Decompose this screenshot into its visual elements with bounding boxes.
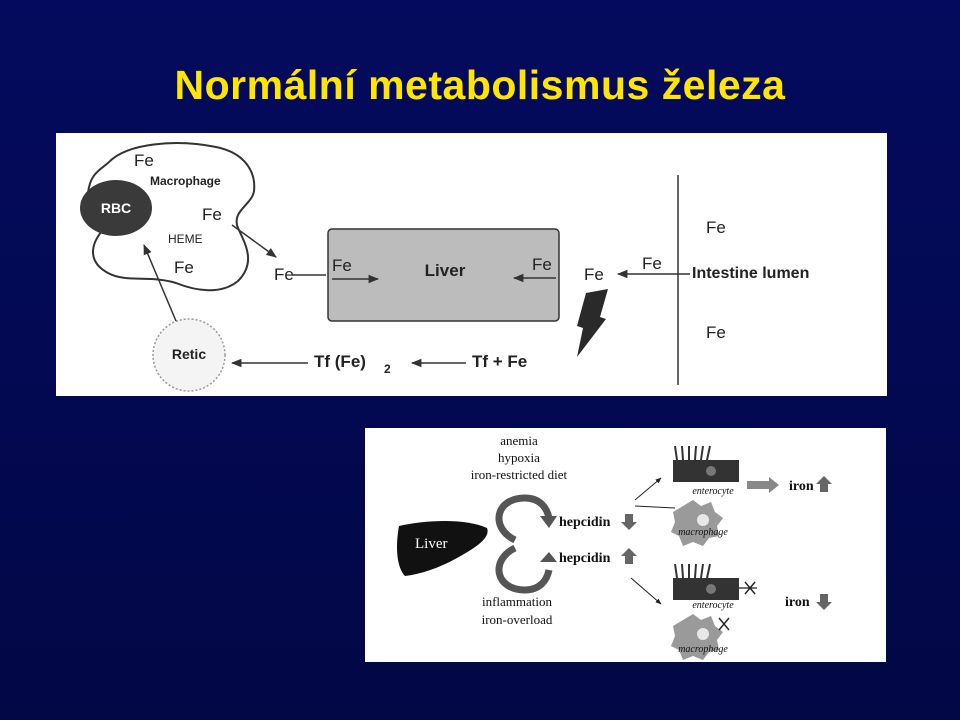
liver-shape	[397, 521, 488, 576]
fe-label-liver-left: Fe	[332, 256, 352, 275]
fe-label-macrophage-bottom: Fe	[174, 258, 194, 277]
block-x-macrophage	[718, 617, 730, 631]
enterocyte-lower-nucleus	[706, 584, 716, 594]
fe-label-released: Fe	[274, 265, 294, 284]
heme-label: HEME	[168, 232, 203, 246]
liver-box	[327, 228, 560, 322]
fe-label-liver-right: Fe	[532, 255, 552, 274]
enterocyte-lower-label: enterocyte	[692, 600, 734, 611]
macrophage-label: Macrophage	[150, 174, 221, 188]
retic-cell	[152, 318, 226, 392]
hepcidin-svg: anemia hypoxia iron-restricted diet Live…	[397, 433, 832, 660]
macrophage-upper-nucleus	[697, 514, 709, 526]
trigger-iron-overload: iron-overload	[482, 612, 553, 627]
hepcidin-regulation-diagram: anemia hypoxia iron-restricted diet Live…	[365, 428, 886, 662]
iron-cycle-svg: RBC Fe Macrophage Fe HEME Fe Fe Liver Fe…	[80, 142, 809, 392]
pointer-to-lower-cells	[630, 577, 662, 605]
pointer-to-upper-cells	[634, 477, 662, 501]
hepcidin-down-arrow	[621, 514, 637, 530]
cycle-arrow-upper	[495, 494, 553, 544]
trigger-anemia: anemia	[500, 433, 538, 448]
cycle-arrowhead-upper	[540, 516, 557, 528]
pointer-to-upper-macrophage	[634, 505, 676, 509]
enterocyte-upper-villi	[674, 445, 711, 461]
cycle-arrowhead-lower	[540, 552, 557, 562]
iron-down-arrow	[816, 594, 832, 610]
export-arrow-upper	[747, 481, 769, 489]
tf-plus-fe-label: Tf + Fe	[472, 352, 527, 371]
tf-fe2-subscript: 2	[384, 362, 391, 376]
fe-label-plasma: Fe	[584, 265, 604, 284]
enterocyte-lower-villi	[674, 563, 711, 579]
block-x-enterocyte	[744, 581, 756, 595]
rbc-cell	[80, 180, 152, 236]
export-arrowhead-upper	[769, 477, 779, 493]
hepcidin-high-label: hepcidin	[559, 551, 611, 566]
macrophage-upper	[671, 500, 723, 546]
fe-label-macrophage-top: Fe	[134, 151, 154, 170]
iron-up-arrow	[816, 476, 832, 492]
slide-title: Normální metabolismus železa	[174, 62, 786, 108]
fe-label-intestine-bottom: Fe	[706, 323, 726, 342]
trigger-hypoxia: hypoxia	[498, 450, 540, 465]
cycle-arrow-lower	[495, 544, 553, 594]
retic-label: Retic	[172, 346, 206, 362]
arrow-fe-to-transferrin	[577, 289, 608, 357]
hepcidin-up-arrow	[621, 548, 637, 564]
enterocyte-upper-label: enterocyte	[692, 486, 734, 497]
trigger-inflammation: inflammation	[482, 594, 553, 609]
fe-label-intestine-top: Fe	[706, 218, 726, 237]
arrow-macrophage-to-fe	[231, 224, 277, 258]
iron-cycle-diagram: RBC Fe Macrophage Fe HEME Fe Fe Liver Fe…	[56, 133, 887, 396]
arrow-retic-to-rbc	[143, 244, 177, 322]
trigger-iron-restricted-diet: iron-restricted diet	[471, 467, 568, 482]
liver-label: Liver	[425, 261, 466, 280]
tf-fe2-label: Tf (Fe)	[314, 352, 366, 371]
macrophage-lower	[671, 614, 723, 660]
macrophage-upper-label: macrophage	[678, 527, 728, 538]
intestine-lumen-label: Intestine lumen	[692, 265, 809, 282]
fe-label-absorbed: Fe	[642, 254, 662, 273]
enterocyte-upper-nucleus	[706, 466, 716, 476]
fe-label-macrophage-mid: Fe	[202, 205, 222, 224]
iron-high-label: iron	[789, 479, 814, 494]
rbc-label: RBC	[101, 200, 131, 216]
macrophage-lower-label: macrophage	[678, 644, 728, 655]
macrophage-lower-nucleus	[697, 628, 709, 640]
liver-label-bottom: Liver	[415, 536, 447, 552]
iron-low-label: iron	[785, 595, 810, 610]
hepcidin-low-label: hepcidin	[559, 515, 611, 530]
